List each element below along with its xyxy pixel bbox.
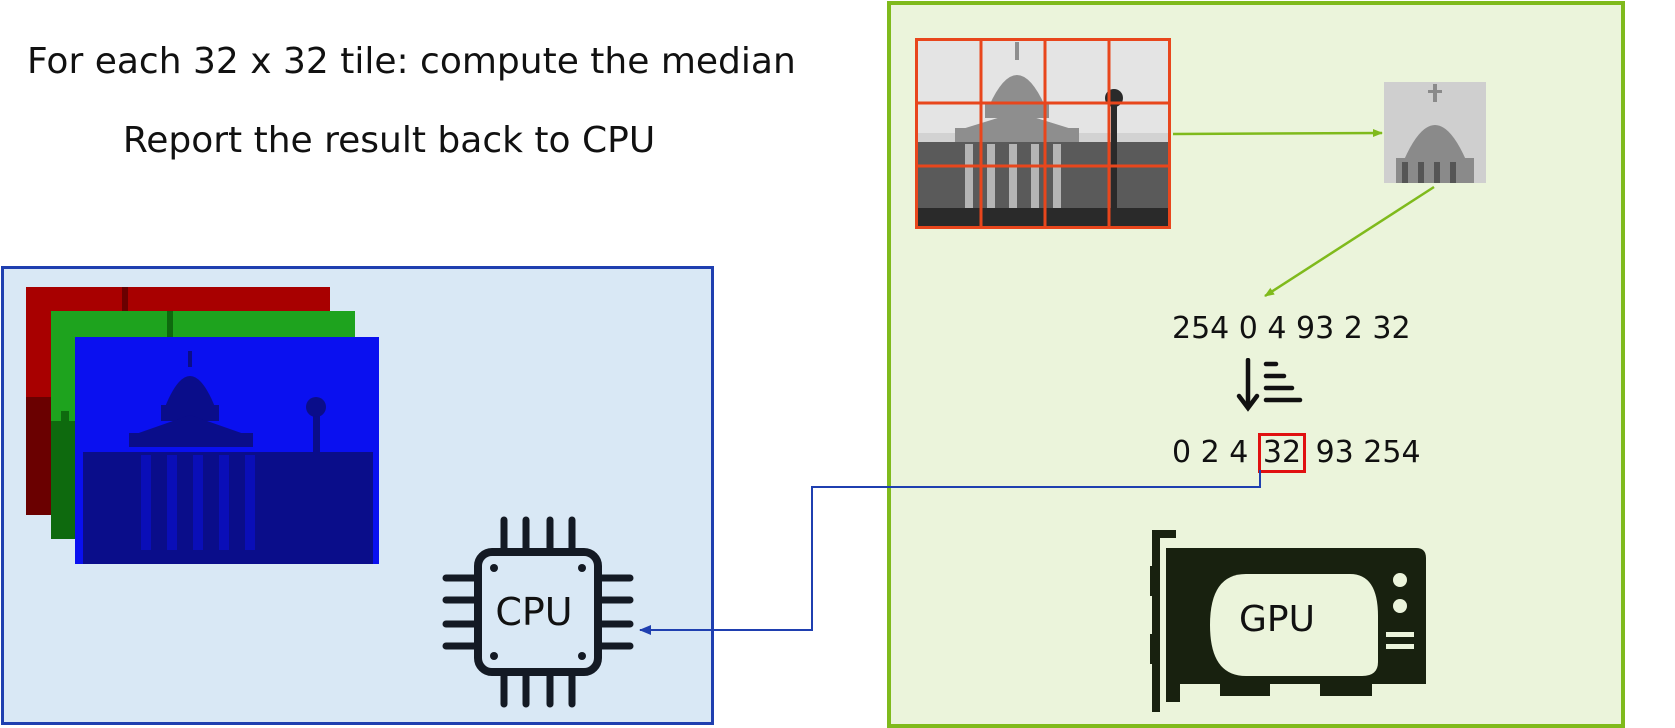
sorted-values-before: 0 2 4	[1172, 435, 1258, 470]
tiled-grayscale-image	[915, 38, 1171, 229]
cpu-chip-icon	[442, 516, 634, 708]
sorted-values: 0 2 4 32 93 254	[1172, 433, 1421, 473]
title-line-1: For each 32 x 32 tile: compute the media…	[27, 41, 796, 82]
title-line-2: Report the result back to CPU	[122, 120, 656, 161]
blue-channel-image	[75, 337, 379, 564]
tile-thumbnail-image	[1384, 82, 1486, 183]
cpu-label: CPU	[495, 590, 573, 634]
gpu-label: GPU	[1239, 599, 1315, 640]
sort-descending-icon	[1236, 358, 1303, 412]
sorted-values-after: 93 254	[1306, 435, 1421, 470]
unsorted-values: 254 0 4 93 2 32	[1172, 311, 1411, 346]
median-value: 32	[1257, 433, 1307, 473]
